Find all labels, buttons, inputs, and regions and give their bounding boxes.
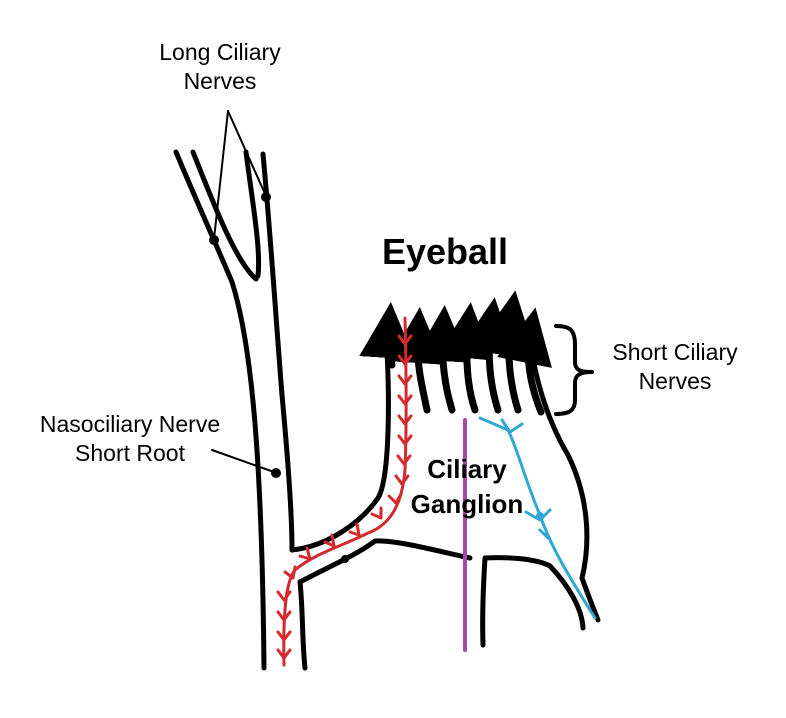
sensory-fibers — [276, 316, 413, 667]
parasympathetic-fiber-branch-low — [538, 528, 550, 540]
short-ciliary-nerve-1 — [388, 307, 445, 414]
ciliary-ganglion-label: Ciliary Ganglion — [392, 452, 542, 521]
trunk-left-edge — [173, 149, 267, 671]
short-ciliary-nerve-6 — [497, 307, 552, 416]
short-ciliary-nerves-label: Short Ciliary Nerves — [585, 338, 765, 396]
short-ciliary-bracket — [554, 324, 594, 416]
ganglion-right-edge — [527, 337, 601, 623]
short-ciliary-nerve-5 — [479, 290, 535, 414]
pointer-dot-nasociliary — [271, 468, 281, 478]
short-ciliary-nerve-left — [359, 302, 416, 369]
branch-inner-left — [190, 149, 259, 282]
long-ciliary-label-line2: Nerves — [183, 67, 257, 94]
ganglion-bottom-right-inner — [482, 555, 586, 631]
short-ciliary-nerve-3 — [437, 302, 494, 414]
ganglion-outline — [289, 332, 601, 648]
leader-long-ciliary-right — [227, 110, 267, 197]
nasociliary-nerve-outline — [173, 149, 308, 671]
long-ciliary-nerves-label: Long Ciliary Nerves — [130, 38, 310, 96]
ganglion-bottom-left — [480, 555, 488, 648]
short-ciliary-nerve-4 — [459, 297, 516, 414]
nasociliary-label-line2: Short Root — [75, 439, 185, 466]
short-ciliary-nerve-2 — [413, 305, 470, 414]
pointer-dot-long-ciliary-left — [209, 235, 219, 245]
trunk-right-edge-lower — [297, 579, 308, 671]
short-ciliary-nerves — [359, 290, 552, 416]
branch-inner-right — [243, 149, 262, 279]
short-ciliary-label-line2: Nerves — [638, 367, 712, 394]
leader-nasociliary — [211, 449, 275, 473]
eyeball-label: Eyeball — [381, 231, 509, 272]
trunk-right-edge-upper — [260, 151, 295, 553]
nasociliary-nerve-label: Nasociliary Nerve Short Root — [10, 410, 250, 468]
ganglion-label-line2: Ganglion — [410, 488, 524, 519]
leader-lines — [211, 110, 275, 473]
nasociliary-label-line1: Nasociliary Nerve — [39, 411, 221, 437]
long-ciliary-label-line1: Long Ciliary — [159, 39, 281, 65]
sensory-fiber-barbs — [276, 334, 413, 660]
parasympathetic-fiber-branch-top — [500, 418, 524, 434]
pointer-dot-short-root — [341, 555, 349, 563]
short-root-lower-edge — [297, 538, 473, 585]
pointer-dot-long-ciliary-right — [261, 192, 271, 202]
short-ciliary-label-line1: Short Ciliary — [612, 339, 738, 365]
synapse-dot-blue — [536, 512, 544, 520]
leader-long-ciliary-left — [213, 110, 229, 240]
ganglion-label-line1: Ciliary — [427, 454, 507, 484]
short-root-upper-edge — [289, 332, 391, 553]
